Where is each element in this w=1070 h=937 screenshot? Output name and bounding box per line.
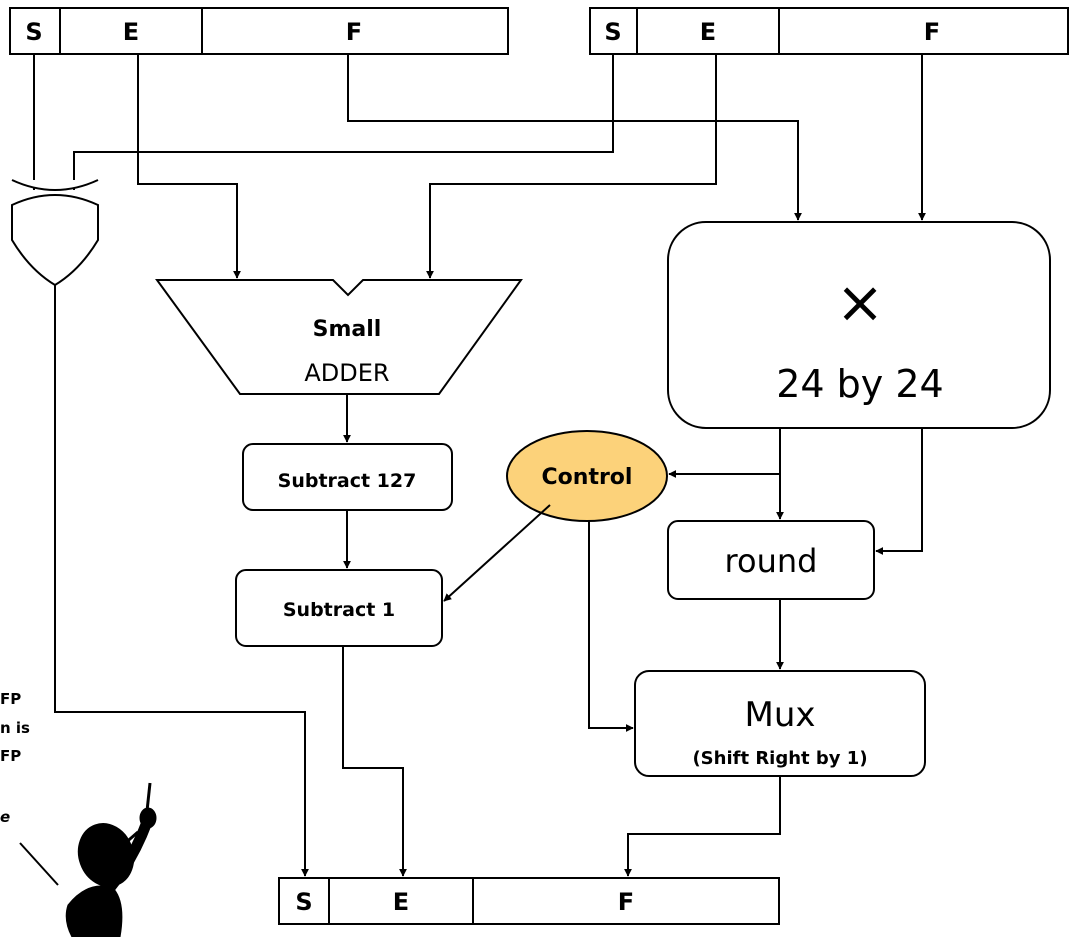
- small-adder: Small ADDER: [155, 279, 523, 395]
- subtract-127-label: Subtract 127: [278, 470, 417, 492]
- input-register-b: S E F: [589, 7, 1069, 55]
- input-a-exponent-field: E: [123, 18, 139, 46]
- control-label: Control: [542, 465, 633, 490]
- side-note-text: FP n is FP e: [0, 690, 30, 826]
- exponent-result-wire: [342, 646, 407, 877]
- input-b-fraction-field: F: [924, 18, 940, 46]
- xor-gate: [11, 179, 99, 287]
- sign-result-wire: [54, 285, 309, 877]
- output-sign-field: S: [295, 888, 312, 916]
- sign-wires: [33, 54, 614, 190]
- multiplier-label: 24 by 24: [776, 362, 943, 406]
- output-fraction-field: F: [618, 888, 634, 916]
- subtract-127-block: Subtract 127: [242, 443, 453, 511]
- multiply-symbol: ×: [836, 268, 885, 336]
- round-label: round: [725, 542, 818, 580]
- input-a-sign-field: S: [25, 18, 42, 46]
- input-b-exponent-field: E: [700, 18, 716, 46]
- adder-label-line2: ADDER: [304, 359, 389, 387]
- side-text-line1: FP: [0, 690, 21, 708]
- round-block: round: [667, 520, 875, 600]
- output-exponent-field: E: [393, 888, 409, 916]
- multiplier-output-wires: [668, 428, 923, 555]
- output-register: S E F: [278, 877, 780, 925]
- pointer-line: [19, 842, 59, 886]
- control-to-subtract1-wire: [443, 504, 551, 602]
- input-register-a: S E F: [9, 7, 509, 55]
- subtract-1-label: Subtract 1: [283, 599, 395, 621]
- side-text-line4: e: [0, 808, 10, 826]
- mux-block: Mux (Shift Right by 1): [634, 670, 926, 777]
- mux-label: Mux: [744, 695, 815, 735]
- adder-label-line1: Small: [313, 317, 382, 342]
- subtract-1-block: Subtract 1: [235, 569, 443, 647]
- cartoon-figure-icon: [65, 782, 157, 937]
- input-b-sign-field: S: [604, 18, 621, 46]
- side-text-line2: n is: [0, 719, 30, 737]
- control-to-mux-wire: [588, 521, 634, 732]
- control-unit: Control: [506, 430, 668, 522]
- input-a-fraction-field: F: [346, 18, 362, 46]
- fraction-a-wire: [347, 54, 802, 221]
- exponent-b-wire: [426, 54, 717, 279]
- fraction-result-wire: [624, 776, 781, 877]
- side-text-line3: FP: [0, 747, 21, 765]
- multiplier-block: × 24 by 24: [667, 221, 1051, 429]
- mux-sublabel: (Shift Right by 1): [692, 748, 867, 769]
- exponent-a-wire: [137, 54, 241, 279]
